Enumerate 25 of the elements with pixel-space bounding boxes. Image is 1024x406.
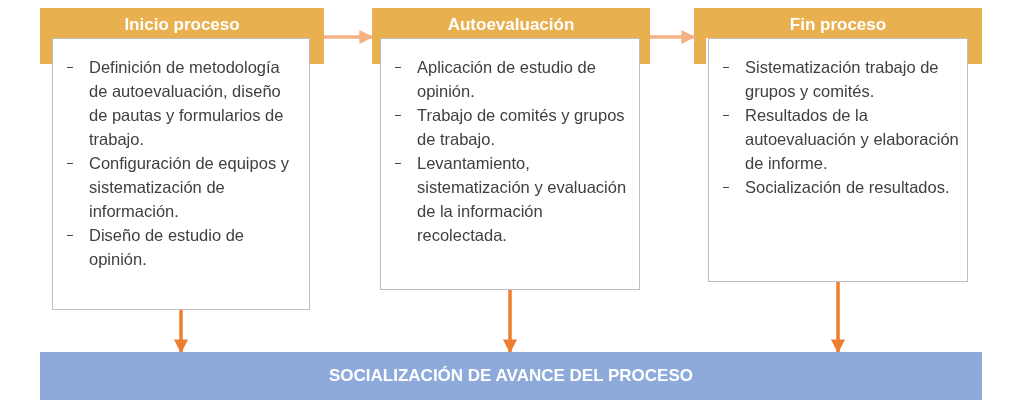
summary-bar <box>40 352 982 400</box>
task-list-box <box>708 38 968 282</box>
stage-header-band <box>40 8 324 38</box>
task-list-box <box>380 38 640 290</box>
stage-header-band <box>372 8 650 38</box>
stage-header-band <box>694 8 982 38</box>
task-item: Definición de metodología de autoevaluación, diseño de pautas y formularios de trabajo. <box>67 55 301 151</box>
task-item: Diseño de estudio de opinión. <box>67 223 301 271</box>
arrow <box>650 30 696 44</box>
task-item: Trabajo de comités y grupos de trabajo. <box>395 103 631 151</box>
stage-title: Autoevaluación <box>447 15 575 35</box>
task-list-box <box>52 38 310 310</box>
task-item: Configuración de equipos y sistematización de información. <box>67 151 301 223</box>
stage-title: Inicio proceso <box>124 15 240 35</box>
task-item: Resultados de la autoevaluación y elaboración de informe. <box>723 103 959 175</box>
arrow <box>174 310 188 354</box>
arrow <box>324 30 374 44</box>
arrow <box>831 282 845 354</box>
task-item: Levantamiento, sistematización y evaluación de la información recolectada. <box>395 151 631 247</box>
task-item: Aplicación de estudio de opinión. <box>395 55 631 103</box>
arrow <box>503 290 517 354</box>
stage-title: Fin proceso <box>789 15 887 35</box>
summary-title: SOCIALIZACIÓN DE AVANCE DEL PROCESO <box>329 366 693 386</box>
task-item: Socialización de resultados. <box>723 175 959 199</box>
task-item: Sistematización trabajo de grupos y comités. <box>723 55 959 103</box>
